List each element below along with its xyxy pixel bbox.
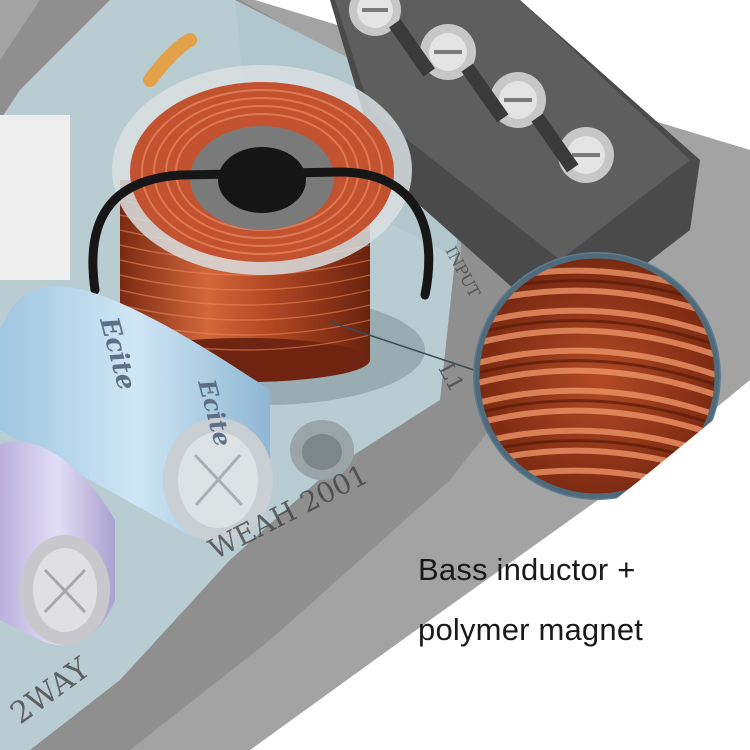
zoom-leader-line bbox=[329, 321, 481, 373]
resistor-block bbox=[0, 115, 70, 280]
cable-tie bbox=[88, 167, 434, 300]
caption-line-1: Bass inductor + bbox=[418, 552, 636, 587]
caption-line-2: polymer magnet bbox=[418, 612, 644, 647]
capacitor-blue: Ecite Ecite bbox=[0, 286, 273, 542]
capacitor-violet bbox=[0, 441, 115, 646]
screw-terminal-icon bbox=[349, 0, 401, 36]
terminal-block bbox=[330, 0, 700, 330]
component-lead bbox=[143, 33, 197, 87]
bass-inductor bbox=[88, 65, 434, 405]
screw-terminal-icon bbox=[420, 24, 476, 80]
